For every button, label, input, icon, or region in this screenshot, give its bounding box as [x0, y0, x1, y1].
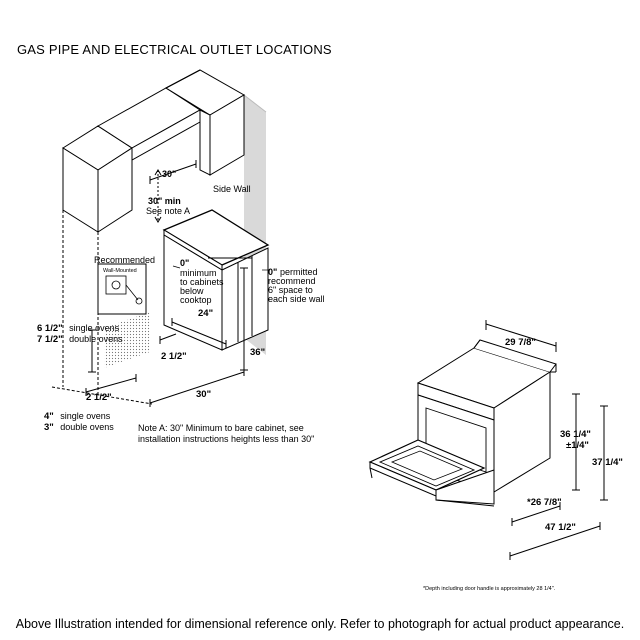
zero-permitted-line-4: each side wall [268, 294, 325, 304]
upper-cabinets [62, 69, 245, 233]
min-clearance-label: 30" min [148, 196, 181, 206]
height-total-label: 37 1/4" [592, 457, 623, 468]
outlet-offset-label: 2 1/2" [86, 392, 112, 403]
depth-footnote: *Depth including door handle is approxim… [423, 586, 556, 592]
width-dimension [485, 320, 557, 352]
single-oven-height: 6 1/2" single ovens [37, 318, 120, 335]
height-36-label: 36" [250, 347, 265, 358]
note-a-line-2: installation instructions heights less t… [138, 434, 314, 444]
depth-label: *26 7/8" [527, 497, 562, 508]
wall-mounted-label: Wall-Mounted [103, 268, 137, 274]
depth-open-dimension [509, 522, 601, 560]
width-30-label: 30" [196, 389, 211, 400]
width-30-dimension [149, 368, 245, 407]
recommended-label: Recommended [94, 255, 155, 265]
min-clearance-dimension [154, 169, 162, 223]
zero-permitted-value: 0" [268, 267, 277, 277]
range-labels: 29 7/8" 36 1/4" ±1/4" 37 1/4" *26 7/8" 4… [423, 337, 623, 592]
double-oven-height: 7 1/2" double ovens [37, 329, 123, 346]
height-min-dimension [572, 393, 580, 491]
page-title: GAS PIPE AND ELECTRICAL OUTLET LOCATIONS [17, 42, 332, 57]
depth-24-dimension [171, 318, 227, 348]
width-label: 29 7/8" [505, 337, 536, 348]
zero-minimum-line-1: minimum [180, 268, 217, 278]
installation-drawing [51, 69, 270, 407]
zero-minimum-value: 0" [180, 258, 189, 268]
single-oven-floor: 4" single ovens [44, 406, 111, 423]
height-min-label: 36 1/4" [560, 429, 591, 440]
see-note-label: See note A [146, 206, 190, 216]
base-offset-label: 2 1/2" [161, 351, 187, 362]
zero-permitted-line-2: recommend [268, 276, 316, 286]
installation-labels: 30" Side Wall 30" min See note A Recomme… [37, 169, 325, 444]
footer-disclaimer: Above Illustration intended for dimensio… [15, 617, 625, 631]
double-oven-floor: 3" double ovens [44, 417, 114, 434]
cabinet-gap-label: 30" [162, 169, 176, 179]
zero-minimum-line-4: cooktop [180, 295, 212, 305]
outlet-recommended-box [97, 263, 147, 315]
zero-minimum-line-3: below [180, 286, 204, 296]
depth-24-label: 24" [198, 308, 213, 319]
leader-lines [172, 265, 270, 271]
zero-minimum-line-2: to cabinets [180, 277, 224, 287]
side-wall-label: Side Wall [213, 184, 251, 194]
depth-dimension [511, 502, 561, 526]
note-a-line-1: Note A: 30" Minimum to bare cabinet, see [138, 423, 304, 433]
range-drawing [368, 320, 608, 560]
gas-outlet-area [85, 312, 150, 396]
zero-permitted-line-1: permitted [280, 267, 318, 277]
height-total-dimension [600, 405, 608, 501]
range-body [162, 209, 270, 351]
depth-open-label: 47 1/2" [545, 522, 576, 533]
zero-permitted-line-3: 6" space to [268, 285, 313, 295]
height-tolerance: ±1/4" [566, 440, 589, 451]
range-base-offset [159, 333, 177, 344]
cabinet-gap-dimension [149, 160, 197, 184]
